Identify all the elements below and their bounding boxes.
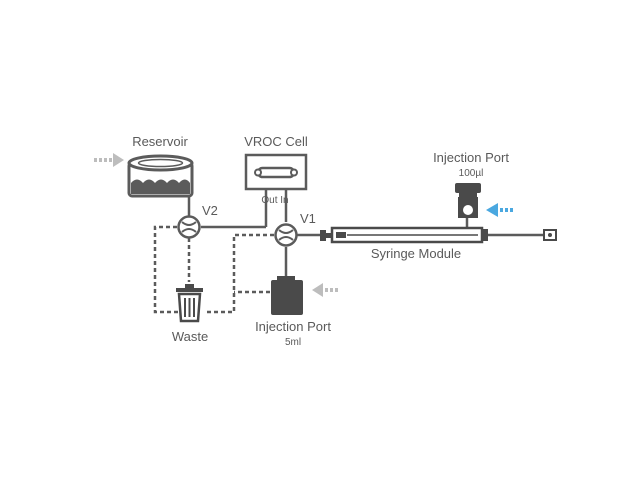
end-stopper	[543, 229, 557, 241]
valve-v1[interactable]: V1	[274, 211, 316, 247]
injection-port-small[interactable]: Injection Port 100µl	[433, 150, 509, 218]
injection-port-small-label: Injection Port	[433, 150, 509, 165]
v1-label: V1	[300, 211, 316, 226]
v2-label: V2	[202, 203, 218, 218]
injection-port-small-volume: 100µl	[459, 168, 484, 179]
three-way-valve-icon	[274, 223, 298, 247]
injection-port-icon	[455, 183, 481, 218]
syringe-module-label: Syringe Module	[371, 246, 461, 261]
syringe-module[interactable]: Syringe Module	[320, 226, 488, 261]
injection-port-small-arrow	[486, 203, 513, 217]
trash-bin-icon	[176, 284, 203, 323]
injection-port-large-volume: 5ml	[285, 337, 301, 348]
syringe-reservoir-icon	[271, 276, 303, 315]
three-way-valve-icon	[177, 215, 201, 239]
v1-left-loop-dashed	[205, 233, 274, 314]
vroc-cell: VROC Cell Out In	[244, 134, 308, 206]
reservoir: Reservoir	[127, 134, 194, 198]
dashed-lines	[153, 225, 274, 314]
reservoir-input-arrow	[94, 153, 124, 167]
waste: Waste	[172, 284, 208, 344]
injection-port-large-arrow	[312, 283, 338, 297]
injection-port-large[interactable]: Injection Port 5ml	[255, 276, 331, 348]
vroc-cell-icon	[254, 166, 298, 179]
vroc-out-in-label: Out In	[261, 195, 288, 206]
solid-lines	[187, 189, 544, 276]
syringe-icon	[320, 226, 488, 244]
v2-left-loop-dashed	[153, 225, 178, 314]
injection-port-large-label: Injection Port	[255, 319, 331, 334]
reservoir-icon	[127, 154, 194, 198]
valve-v2[interactable]: V2	[177, 203, 218, 239]
waste-label: Waste	[172, 329, 208, 344]
vroc-cell-label: VROC Cell	[244, 134, 308, 149]
reservoir-label: Reservoir	[132, 134, 188, 149]
